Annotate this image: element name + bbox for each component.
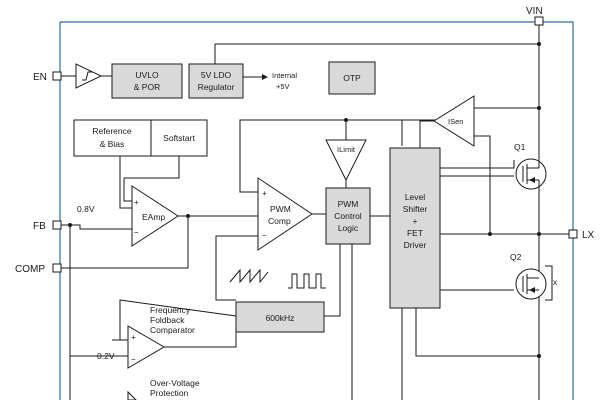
pwm-control-logic-block xyxy=(325,187,371,245)
svg-text:EAmp: EAmp xyxy=(142,212,165,222)
lx-pin xyxy=(568,229,578,239)
svg-text:−: − xyxy=(134,228,139,237)
svg-text:−: − xyxy=(262,231,267,240)
svg-text:Logic: Logic xyxy=(338,223,359,233)
svg-text:Shifter: Shifter xyxy=(403,204,428,214)
pwm-comparator xyxy=(257,177,313,251)
isense-feedback-wire xyxy=(239,119,464,193)
softstart-block xyxy=(150,119,208,157)
svg-text:& POR: & POR xyxy=(134,82,160,92)
frequency-foldback-comparator xyxy=(127,325,165,369)
svg-text:Reference: Reference xyxy=(92,126,131,136)
svg-text:PWM: PWM xyxy=(270,204,291,214)
ground-return-wire xyxy=(415,308,539,357)
foldback-to-osc-wire xyxy=(164,332,237,348)
svg-text:+: + xyxy=(131,333,136,342)
svg-text:Protection: Protection xyxy=(150,388,189,398)
svg-text:Comparator: Comparator xyxy=(150,325,195,335)
svg-text:+: + xyxy=(262,189,267,198)
svg-text:Comp: Comp xyxy=(268,216,291,226)
svg-text:Foldback: Foldback xyxy=(150,315,185,325)
svg-text:+5V: +5V xyxy=(276,82,290,91)
osc-to-logic-wire xyxy=(324,244,341,317)
svg-text:Frequency: Frequency xyxy=(150,305,191,315)
x-mark-label: x xyxy=(553,277,558,287)
pulse-train-icon xyxy=(288,273,326,289)
chip-boundary xyxy=(59,21,574,400)
vin-to-ldo-wire xyxy=(214,43,539,77)
isen-inputs-wire xyxy=(474,107,539,234)
ref-to-eamp-wire xyxy=(119,156,132,209)
svg-text:5V LDO: 5V LDO xyxy=(201,70,232,80)
ref-02v-label: 0.2V xyxy=(97,351,115,361)
vin-pin xyxy=(534,16,544,26)
sawtooth-icon xyxy=(229,268,269,284)
svg-text:−: − xyxy=(131,355,136,364)
svg-text:Control: Control xyxy=(334,211,362,221)
svg-text:Internal: Internal xyxy=(272,71,297,80)
uvlo-por-block xyxy=(111,63,183,99)
reference-bias-block xyxy=(73,119,152,157)
ilimit-comparator xyxy=(325,139,367,182)
fb-pin xyxy=(52,220,62,230)
svg-text:ISen: ISen xyxy=(448,117,463,126)
error-amplifier xyxy=(131,185,179,247)
ovp-comparator xyxy=(127,390,137,400)
svg-text:Over-Voltage: Over-Voltage xyxy=(150,378,200,388)
svg-text:+: + xyxy=(413,216,418,226)
mosfet-icon xyxy=(522,274,539,294)
q1-label: Q1 xyxy=(514,142,526,152)
q2-transistor xyxy=(515,268,547,300)
svg-text:OTP: OTP xyxy=(343,73,361,83)
comp-pin xyxy=(52,263,62,273)
en-pin xyxy=(52,71,62,81)
svg-text:Regulator: Regulator xyxy=(198,82,235,92)
foldback-ref-wire xyxy=(112,299,237,341)
lx-label: LX xyxy=(582,230,595,241)
svg-text:600kHz: 600kHz xyxy=(266,313,295,323)
en-label: EN xyxy=(33,72,47,83)
comp-wire xyxy=(61,216,189,269)
softstart-to-eamp-wire xyxy=(123,156,180,202)
svg-text:Level: Level xyxy=(405,192,425,202)
q2-label: Q2 xyxy=(510,252,522,262)
oscillator-block xyxy=(235,301,325,333)
q1-gate-wire xyxy=(440,160,515,177)
level-shifter-fet-driver-block xyxy=(389,147,441,309)
isen-output-wire xyxy=(401,120,434,148)
svg-text:FET: FET xyxy=(407,228,423,238)
hysteresis-icon xyxy=(82,71,92,81)
svg-text:UVLO: UVLO xyxy=(135,70,159,80)
svg-text:+: + xyxy=(134,198,139,207)
q1-transistor xyxy=(515,158,547,190)
svg-text:ILimit: ILimit xyxy=(337,145,356,154)
comp-label: COMP xyxy=(15,264,45,275)
svg-text:PWM: PWM xyxy=(338,199,359,209)
svg-text:Driver: Driver xyxy=(404,240,427,250)
svg-text:Softstart: Softstart xyxy=(163,133,195,143)
otp-block xyxy=(328,61,376,95)
fb-label: FB xyxy=(33,221,46,232)
en-schmitt-buffer xyxy=(75,63,103,89)
vin-label: VIN xyxy=(526,6,543,17)
current-sense-amplifier xyxy=(433,95,475,147)
svg-text:& Bias: & Bias xyxy=(100,139,125,149)
arrow-right-icon xyxy=(262,74,268,80)
ldo-regulator-block xyxy=(188,63,244,99)
ref-08v-label: 0.8V xyxy=(77,204,95,214)
ramp-wire xyxy=(215,235,258,301)
